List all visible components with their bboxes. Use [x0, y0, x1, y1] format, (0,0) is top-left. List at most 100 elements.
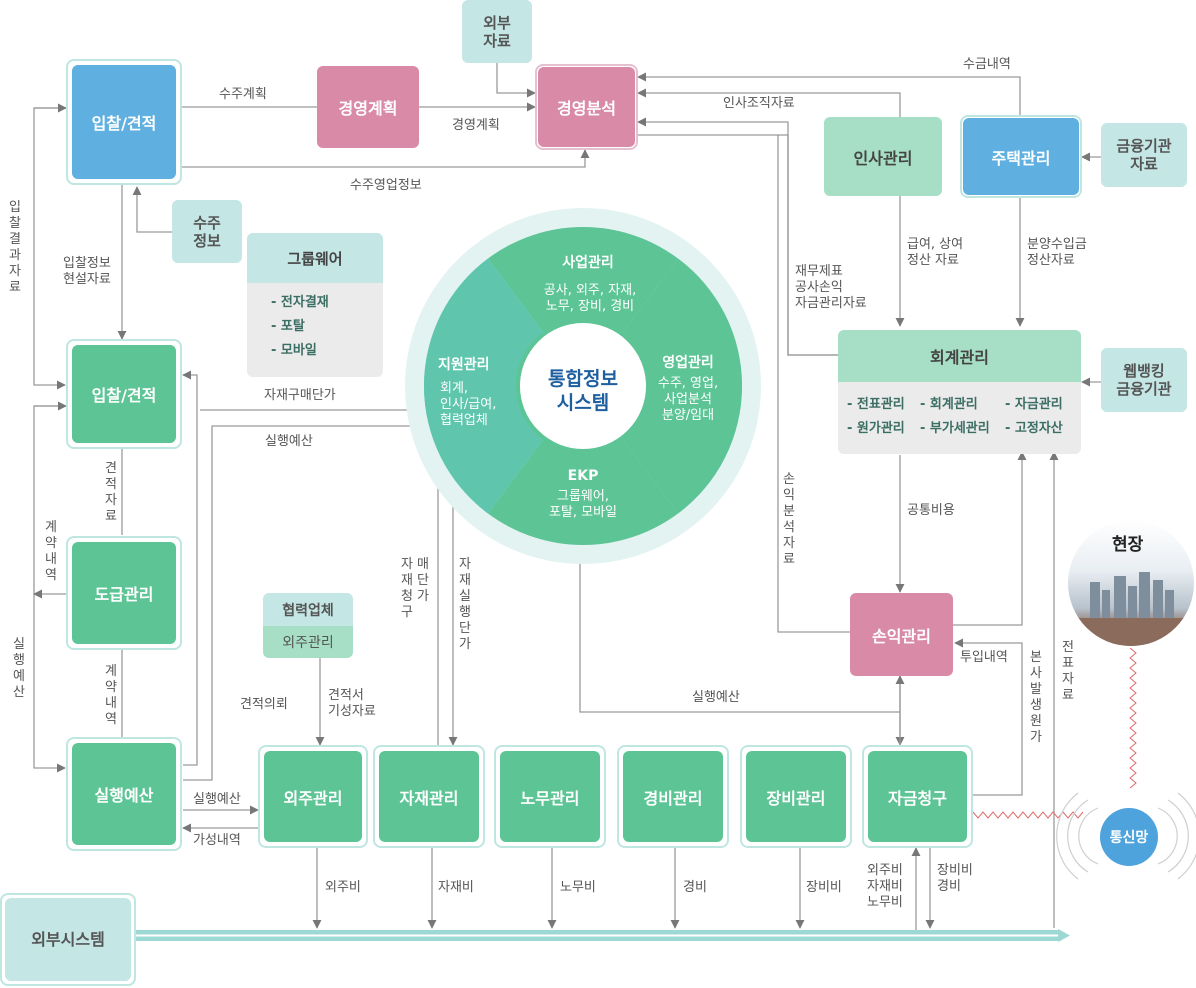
label-mgmt-plan: 경영계획 [452, 118, 500, 133]
segment-ekp [488, 386, 678, 546]
equipment-management[interactable]: 장비관리 [746, 751, 846, 842]
execution-budget-frame: 실행예산 [66, 737, 182, 851]
housing-management[interactable]: 주택관리 [963, 118, 1079, 195]
label-cost-outsource: 외주비 [325, 880, 361, 895]
label-order-sales-info: 수주영업정보 [350, 178, 422, 193]
subcontract-management[interactable]: 도급관리 [72, 542, 176, 644]
order-info[interactable]: 수주 정보 [172, 200, 242, 263]
labor-frame: 노무관리 [494, 745, 606, 848]
groupware-item: - 포탈 [271, 319, 305, 334]
labor-management[interactable]: 노무관리 [500, 751, 600, 842]
label-bid-result: 입찰결과자료 [9, 200, 21, 295]
webbanking[interactable]: 웹뱅킹 금융기관 [1101, 348, 1187, 412]
label-exec-budget-3: 실행예산 [193, 792, 241, 807]
label-sales-settle: 분양수입금 정산자료 [1027, 237, 1087, 268]
segment-sales-title: 영업관리 [662, 355, 714, 371]
groupware-item: - 모바일 [271, 343, 317, 358]
label-salary: 급여, 상여 정산 자료 [907, 237, 964, 268]
label-material-exec-price: 자재실행단가 [459, 557, 471, 652]
site-photo [1068, 520, 1194, 646]
management-analysis[interactable]: 경영분석 [538, 67, 635, 147]
label-hq-cost: 본사발생원가 [1030, 650, 1042, 745]
groupware-item: - 전자결재 [271, 295, 329, 310]
materials-frame: 자재관리 [373, 745, 485, 848]
segment-business-title: 사업관리 [562, 255, 614, 271]
signal-rings [1056, 792, 1196, 880]
housing-management-frame: 주택관리 [960, 115, 1082, 198]
label-material-unit-price: 자재구매단가 [264, 388, 336, 403]
wireless-link-payment [972, 811, 1084, 819]
label-exec-budget-vertical: 실행예산 [13, 637, 25, 700]
segment-business-body: 공사, 외주, 자재, 노무, 장비, 경비 [543, 283, 637, 314]
accounting-item: - 부가세관리 [920, 421, 990, 436]
label-estimate-request: 견적의뢰 [240, 697, 288, 712]
groupware-title: 그룹웨어 [247, 233, 383, 283]
label-exec-budget-2: 실행예산 [692, 690, 740, 705]
label-cost-labor: 노무비 [560, 880, 596, 895]
external-data[interactable]: 외부 자료 [462, 0, 532, 63]
label-material-request: 자재청구 [401, 557, 413, 620]
outsourcing-frame: 외주관리 [258, 745, 368, 848]
label-bid-info: 입찰정보 현설자료 [63, 256, 111, 287]
label-receipts: 수금내역 [963, 57, 1011, 72]
accounting-card[interactable]: 회계관리 [838, 330, 1081, 454]
bid-estimate-mid-frame: 입찰/견적 [66, 339, 182, 449]
accounting-item: - 전표관리 [847, 397, 905, 412]
wireless-link-site [1129, 647, 1137, 789]
equipment-frame: 장비관리 [740, 745, 852, 848]
segment-ekp-title: EKP [567, 468, 599, 484]
bid-estimate-top[interactable]: 입찰/견적 [72, 65, 176, 179]
expenses-management[interactable]: 경비관리 [623, 751, 723, 842]
bid-estimate-top-frame: 입찰/견적 [66, 59, 182, 185]
center-title: 통합정보 시스템 [548, 368, 618, 414]
label-progress-details: 가성내역 [193, 833, 241, 848]
materials-management[interactable]: 자재관리 [379, 751, 479, 842]
accounting-item: - 원가관리 [847, 421, 905, 436]
pnl-management[interactable]: 손익관리 [850, 593, 953, 676]
partner-card[interactable]: 협력업체 외주관리 [263, 593, 353, 658]
segment-business [488, 226, 678, 386]
bid-estimate-mid[interactable]: 입찰/견적 [72, 345, 176, 443]
accounting-item: - 고정자산 [1005, 421, 1063, 436]
payment-claim-frame: 자금청구 [862, 745, 973, 848]
hr-management[interactable]: 인사관리 [824, 117, 942, 196]
label-exec-budget-1: 실행예산 [265, 434, 313, 449]
integrated-system-wheel [405, 208, 761, 564]
groupware-card[interactable]: 그룹웨어 - 전자결재 - 포탈 - 모바일 [247, 233, 383, 377]
label-material-buy-price: 매단가 [417, 557, 429, 604]
external-system-frame: 외부시스템 [0, 893, 136, 986]
network[interactable]: 통신망 [1100, 808, 1158, 866]
label-hr-org-data: 인사조직자료 [723, 96, 795, 111]
label-cost-equipment: 장비비 [806, 880, 842, 895]
execution-budget[interactable]: 실행예산 [72, 743, 176, 845]
label-fin-statements: 재무제표 공사손익 자금관리자료 [795, 264, 867, 311]
management-analysis-frame: 경영분석 [535, 64, 638, 150]
outsourcing-management[interactable]: 외주관리 [264, 751, 362, 842]
label-cost-expense: 경비 [683, 880, 707, 895]
label-common-cost: 공통비용 [907, 503, 955, 518]
segment-ekp-body: 그룹웨어, 포탈, 모바일 [548, 489, 618, 520]
external-system[interactable]: 외부시스템 [5, 898, 131, 981]
label-contract-details-2: 계약내역 [105, 664, 117, 727]
subcontract-frame: 도급관리 [66, 536, 182, 650]
label-order-plan: 수주계획 [219, 87, 267, 102]
partner-sub: 외주관리 [263, 626, 353, 658]
label-estimate-data: 견적자료 [105, 461, 117, 524]
accounting-item: - 자금관리 [1005, 397, 1063, 412]
expenses-frame: 경비관리 [617, 745, 729, 848]
site-label: 현장 [1112, 535, 1144, 555]
accounting-item: - 회계관리 [920, 397, 978, 412]
financial-institution-data[interactable]: 금융기관 자료 [1101, 123, 1187, 187]
label-voucher-data: 전표자료 [1062, 640, 1074, 703]
label-cost-material: 자재비 [438, 880, 474, 895]
label-input-details: 투입내역 [960, 650, 1008, 665]
management-plan[interactable]: 경영계획 [317, 66, 419, 148]
accounting-title: 회계관리 [838, 330, 1081, 382]
segment-support-body: 회계, 인사/급여, 협력업체 [440, 381, 497, 428]
payment-claim[interactable]: 자금청구 [868, 751, 967, 842]
label-contract-details-1: 계약내역 [45, 520, 57, 583]
segment-support-title: 지원관리 [438, 357, 490, 373]
label-cost-combined: 외주비 자재비 노무비 [867, 863, 903, 910]
label-cost-equip-exp: 장비비 경비 [937, 863, 973, 894]
